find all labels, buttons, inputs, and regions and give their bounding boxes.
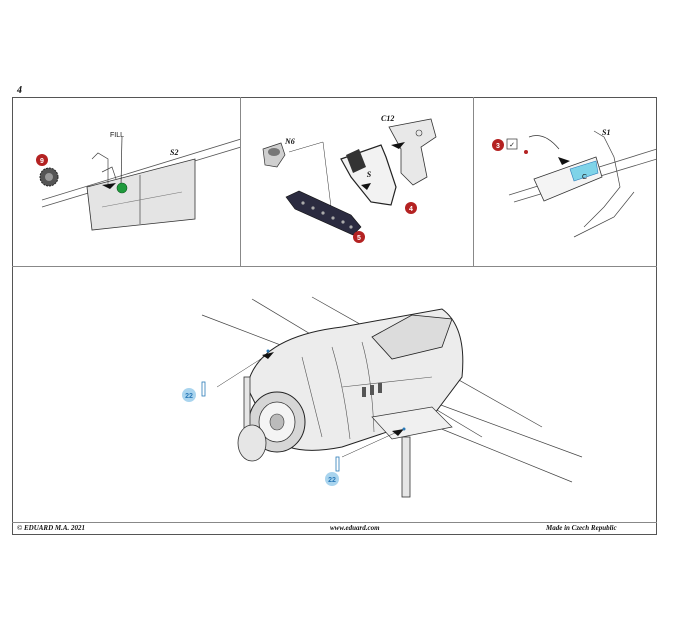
step-panel-2: S 4 5 N6 C12 <box>241 97 474 267</box>
footer-made-in: Made in Czech Republic <box>546 524 617 532</box>
panel1-drawing: 9 FILL S2 <box>36 132 240 231</box>
fill-green-marker <box>116 182 128 194</box>
part-label-s1: S1 <box>602 128 610 137</box>
step-badge-5 <box>353 231 365 243</box>
badge-22-b-text: 22 <box>328 477 336 484</box>
step-panel-4: 22 22 <box>12 267 657 522</box>
step-badge-4 <box>405 202 417 214</box>
part-mark-s: S <box>367 170 372 179</box>
part-label-c12: C12 <box>381 114 394 123</box>
step-badge-3 <box>492 139 504 151</box>
badge-4-text: 4 <box>409 206 413 213</box>
cyan-highlight-part <box>569 160 599 182</box>
check-box <box>506 138 518 150</box>
fill-label: FILL <box>110 132 124 139</box>
part-label-s2: S2 <box>170 148 178 157</box>
step-panel-1: 9 FILL S2 <box>12 97 241 267</box>
part-label-n6: N6 <box>284 137 295 146</box>
step-badge-22-a <box>182 388 196 402</box>
step-badge-22-b <box>325 472 339 486</box>
badge-22-a-text: 22 <box>185 393 193 400</box>
footer-copyright: © EDUARD M.A. 2021 <box>17 524 86 532</box>
check-mark: ✓ <box>509 142 515 149</box>
page-number: 4 <box>17 85 22 96</box>
part-mark-c: C <box>582 174 587 181</box>
panel3-drawing: C 3 ✓ S1 <box>492 128 657 238</box>
part-n6-icon <box>262 142 286 168</box>
step-panel-3: C 3 ✓ S1 <box>474 97 657 267</box>
badge-9-text: 9 <box>40 158 44 165</box>
pe-part-22-a <box>201 381 206 397</box>
aircraft-drawing: 22 22 <box>182 296 583 498</box>
badge-5-text: 5 <box>357 235 361 242</box>
footer-website[interactable]: www.eduard.com <box>330 524 380 532</box>
panel2-drawing: S 4 5 N6 C12 <box>262 114 437 243</box>
step-badge-9 <box>36 154 48 166</box>
instruction-sheet-frame <box>12 97 657 535</box>
badge-3-text: 3 <box>496 143 500 150</box>
part-c12-icon <box>388 118 437 186</box>
footer-divider <box>12 522 657 523</box>
pe-part-22-b <box>335 456 340 472</box>
